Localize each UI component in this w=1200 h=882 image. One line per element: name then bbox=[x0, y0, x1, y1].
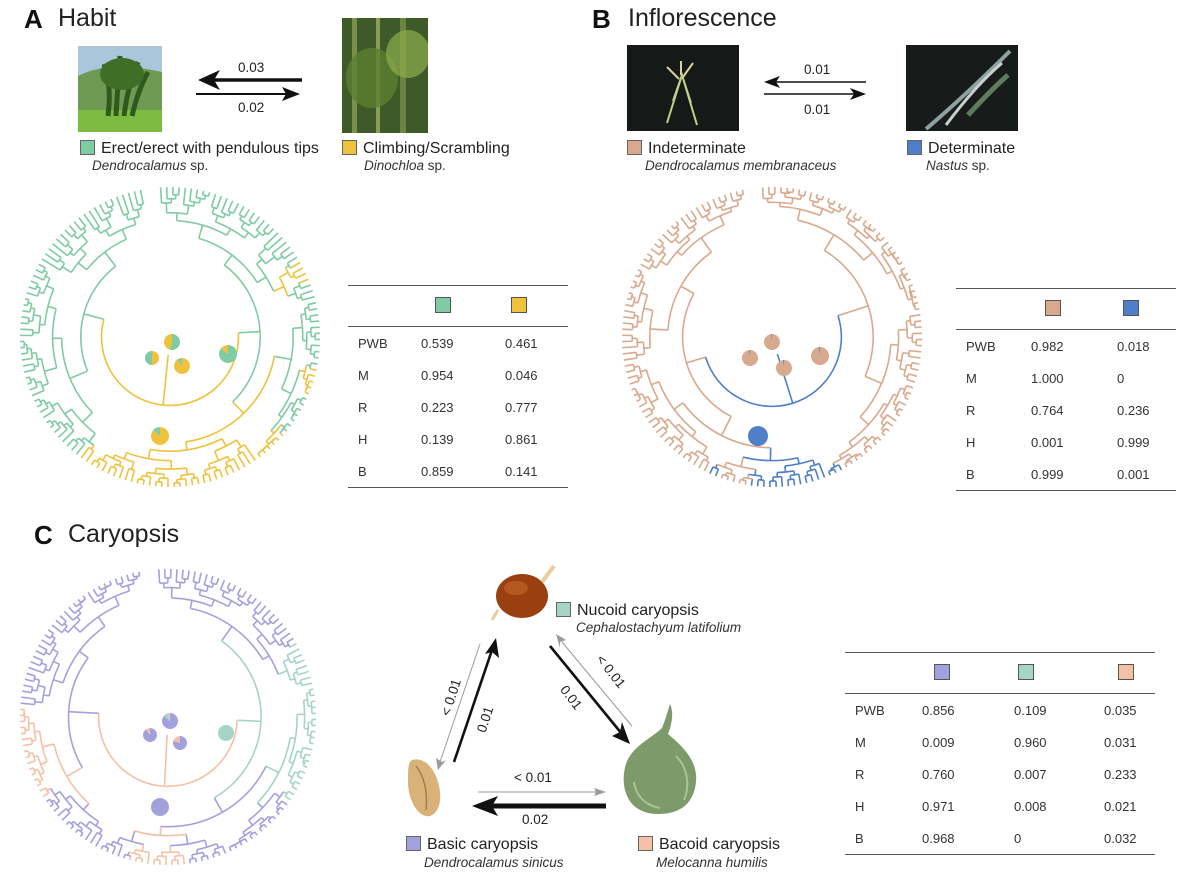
state-nucoid-label: Nucoid caryopsis bbox=[556, 602, 699, 620]
habit-ancestral-state-tree bbox=[20, 187, 320, 487]
panel-a-letter: A bbox=[24, 4, 43, 34]
inflorescence-ancestral-state-tree bbox=[622, 187, 922, 487]
node-state-pie bbox=[764, 334, 780, 350]
node-state-pie bbox=[748, 426, 768, 446]
rate-basic-to-bacoid: < 0.01 bbox=[514, 770, 552, 785]
caryopsis-ancestral-state-tree bbox=[20, 569, 316, 865]
table-header bbox=[348, 285, 568, 327]
determinate-header-swatch bbox=[1123, 299, 1139, 316]
bacoid-swatch bbox=[638, 836, 653, 851]
basic-header-swatch bbox=[934, 663, 950, 680]
panel-a-title: Habit bbox=[58, 4, 117, 32]
erect-bamboo-photo bbox=[78, 46, 162, 132]
habit-rate-top: 0.03 bbox=[238, 60, 265, 75]
state-basic-label: Basic caryopsis bbox=[406, 836, 538, 854]
state-indeterminate-label: Indeterminate bbox=[627, 140, 746, 158]
inflorescence-rate-bottom: 0.01 bbox=[804, 102, 831, 117]
state-basic-species: Dendrocalamus sinicus bbox=[424, 855, 564, 870]
erect-header-swatch bbox=[435, 296, 451, 313]
node-state-pie bbox=[810, 347, 829, 365]
state-bacoid-species: Melocanna humilis bbox=[656, 855, 768, 870]
tree-branches bbox=[622, 187, 922, 487]
state-nucoid-species: Cephalostachyum latifolium bbox=[576, 620, 742, 635]
table-header bbox=[845, 652, 1155, 694]
basic-swatch bbox=[406, 836, 421, 851]
state-bacoid-label: Bacoid caryopsis bbox=[638, 836, 780, 854]
node-state-pie bbox=[151, 798, 169, 816]
state-erect-species: Dendrocalamus sp. bbox=[92, 158, 209, 173]
indeterminate-inflorescence-photo bbox=[627, 45, 739, 131]
node-state-pie bbox=[163, 334, 180, 350]
climbing-bamboo-photo bbox=[342, 18, 430, 133]
habit-rate-bottom: 0.02 bbox=[238, 100, 265, 115]
node-state-pie bbox=[219, 345, 238, 363]
node-state-pie bbox=[742, 350, 758, 366]
node-state-pie bbox=[145, 351, 159, 365]
rate-bacoid-to-basic: 0.02 bbox=[522, 812, 549, 827]
tree-branches bbox=[20, 569, 316, 865]
node-state-pie bbox=[161, 713, 178, 729]
indeterminate-header-swatch bbox=[1045, 299, 1061, 316]
determinate-swatch bbox=[907, 140, 922, 155]
nucoid-header-swatch bbox=[1018, 663, 1034, 680]
node-state-pie bbox=[174, 358, 191, 374]
climbing-header-swatch bbox=[511, 296, 527, 313]
erect-swatch bbox=[80, 140, 95, 155]
panel-b-letter: B bbox=[592, 4, 611, 34]
caryopsis-transition-arrows bbox=[436, 634, 633, 816]
node-state-pie bbox=[151, 427, 169, 445]
panel-c-title: Caryopsis bbox=[68, 520, 180, 548]
node-state-pie bbox=[173, 736, 188, 750]
state-climbing-label: Climbing/Scrambling bbox=[342, 140, 510, 158]
habit-transition-arrows bbox=[196, 70, 302, 101]
state-climbing-species: Dinochloa sp. bbox=[364, 158, 446, 173]
table-header bbox=[956, 288, 1176, 330]
state-determinate-label: Determinate bbox=[907, 140, 1015, 158]
bacoid-header-swatch bbox=[1118, 663, 1134, 680]
climbing-swatch bbox=[342, 140, 357, 155]
nucoid-swatch bbox=[556, 602, 571, 617]
panel-c-letter: C bbox=[34, 520, 53, 550]
indeterminate-swatch bbox=[627, 140, 642, 155]
panel-b-title: Inflorescence bbox=[628, 4, 777, 32]
node-state-pie bbox=[218, 725, 234, 741]
tree-branches bbox=[20, 187, 320, 487]
determinate-inflorescence-photo bbox=[906, 45, 1018, 131]
node-state-pie bbox=[776, 360, 792, 376]
node-state-pie bbox=[143, 728, 157, 742]
basic-caryopsis-image bbox=[408, 759, 441, 817]
state-indeterminate-species: Dendrocalamus membranaceus bbox=[645, 158, 837, 173]
state-erect-label: Erect/erect with pendulous tips bbox=[80, 140, 319, 158]
nucoid-caryopsis-image bbox=[490, 564, 556, 621]
state-determinate-species: Nastus sp. bbox=[926, 158, 990, 173]
inflorescence-rate-top: 0.01 bbox=[804, 62, 831, 77]
bacoid-caryopsis-image bbox=[623, 704, 697, 814]
inflorescence-transition-arrows bbox=[764, 76, 866, 100]
